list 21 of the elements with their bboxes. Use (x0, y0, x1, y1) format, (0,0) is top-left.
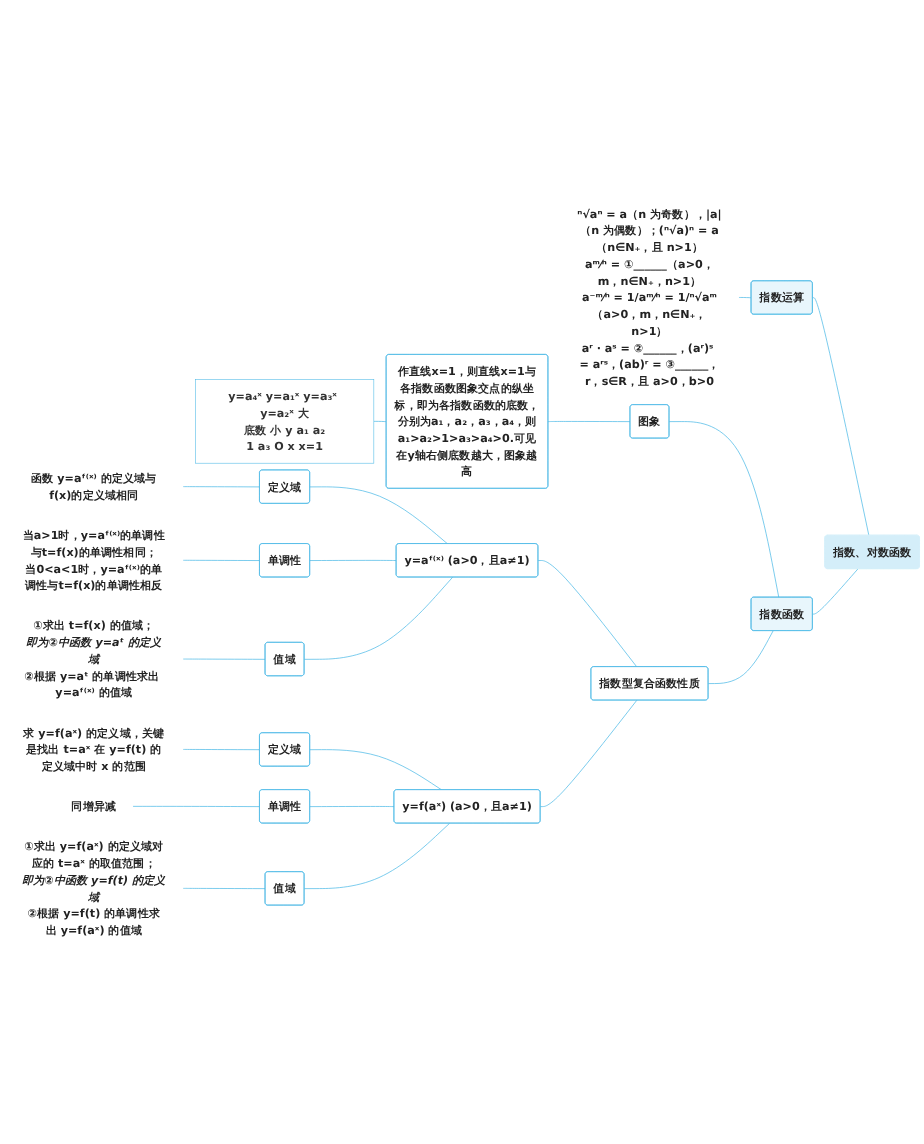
connector (309, 560, 397, 561)
connector (707, 630, 774, 684)
connector (182, 658, 266, 660)
connector (309, 749, 443, 791)
connector (738, 297, 752, 299)
connector (182, 486, 261, 488)
connector (309, 806, 395, 807)
connector (304, 576, 453, 660)
connector (182, 559, 261, 561)
connector (547, 421, 631, 422)
connector (537, 560, 638, 668)
connector (373, 421, 387, 422)
connector (182, 749, 261, 751)
connector (132, 806, 261, 807)
connector (812, 297, 870, 536)
connector (812, 568, 859, 615)
connector (668, 421, 780, 598)
connector (309, 486, 448, 545)
connector (304, 823, 450, 889)
connector (540, 699, 638, 807)
connector (182, 888, 266, 889)
